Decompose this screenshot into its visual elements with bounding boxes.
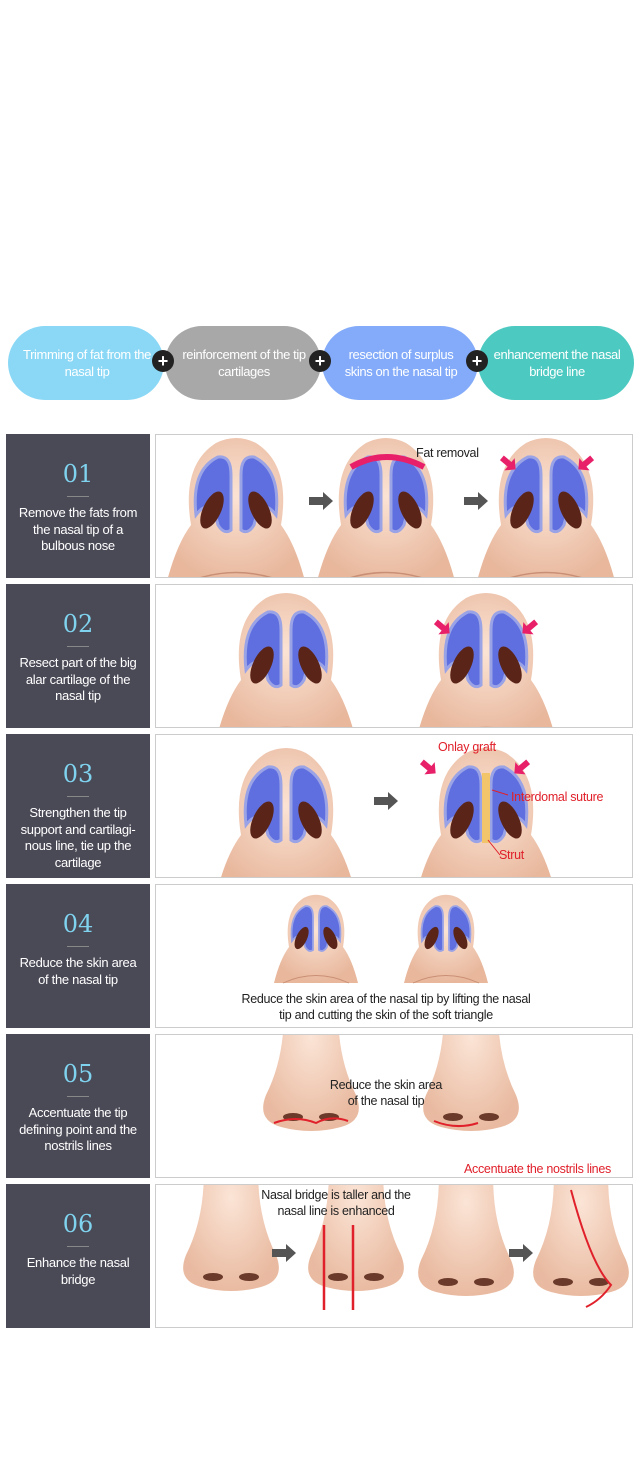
step-row-02: 02 Resect part of the big alar cartilage… — [6, 584, 633, 728]
nose-illustration — [214, 746, 558, 877]
step-number: 01 — [62, 460, 94, 488]
step-row-01: 01 Remove the fats from the nasal tip of… — [6, 434, 633, 578]
step-pill-skin-resection: resection of surplus skins on the nasal … — [322, 326, 478, 400]
interdomal-suture-label: Interdomal suture — [511, 790, 604, 804]
nose-illustration — [183, 1185, 629, 1310]
nose-illustration — [164, 436, 618, 577]
step-description: Remove the fats from the nasal tip of a … — [18, 505, 138, 553]
divider — [67, 1096, 89, 1097]
divider — [67, 646, 89, 647]
step-number: 03 — [62, 760, 94, 788]
skin-area-caption: Reduce the skin area of the nasal tip by… — [241, 992, 531, 1022]
step-row-05: 05 Accentuate the tip defining point and… — [6, 1034, 633, 1178]
step-number: 04 — [62, 910, 94, 938]
pill-label: enhancement the nasal bridge line — [493, 347, 621, 379]
step-description-panel: 01 Remove the fats from the nasal tip of… — [6, 434, 150, 578]
step-row-04: 04 Reduce the skin area of the nasal tip… — [6, 884, 633, 1028]
divider — [67, 496, 89, 497]
onlay-graft-label: Onlay graft — [438, 740, 496, 754]
step-description-panel: 06 Enhance the nasal bridge — [6, 1184, 150, 1328]
step-number: 05 — [62, 1060, 94, 1088]
nose-illustration — [214, 591, 558, 727]
step-description: Reduce the skin area of the nasal tip — [19, 955, 137, 987]
nostrils-lines-label: Accentuate the nostrils lines — [464, 1162, 611, 1176]
pill-label: resection of surplus skins on the nasal … — [344, 347, 458, 379]
step-illustration: Fat removal — [155, 434, 633, 578]
step-pill-fat-trimming: Trimming of fat from the nasal tip — [8, 326, 164, 400]
step-description: Strengthen the tip support and cartilagi… — [20, 805, 136, 870]
reduce-skin-label: Reduce the skin area of the nasal tip — [329, 1078, 443, 1108]
step-description: Enhance the nasal bridge — [26, 1255, 130, 1287]
step-number: 02 — [62, 610, 94, 638]
strut-label: Strut — [499, 848, 524, 862]
step-description-panel: 05 Accentuate the tip defining point and… — [6, 1034, 150, 1178]
step-row-03: 03 Strengthen the tip support and cartil… — [6, 734, 633, 878]
step-row-06: 06 Enhance the nasal bridge Nasal bridge… — [6, 1184, 633, 1328]
nose-illustration — [263, 1035, 519, 1131]
step-description: Accentuate the tip defining point and th… — [19, 1105, 137, 1153]
plus-icon: + — [466, 350, 488, 372]
pill-label: Trimming of fat from the nasal tip — [23, 347, 151, 379]
divider — [67, 1246, 89, 1247]
step-description-panel: 03 Strengthen the tip support and cartil… — [6, 734, 150, 878]
step-description-panel: 04 Reduce the skin area of the nasal tip — [6, 884, 150, 1028]
step-illustration — [155, 584, 633, 728]
bridge-caption: Nasal bridge is taller and the nasal lin… — [261, 1188, 411, 1218]
step-pill-cartilage: reinforcement of the tip cartilages — [165, 326, 321, 400]
divider — [67, 796, 89, 797]
divider — [67, 946, 89, 947]
step-illustration: Nasal bridge is taller and the nasal lin… — [155, 1184, 633, 1328]
pill-label: reinforcement of the tip cartilages — [182, 347, 306, 379]
step-number: 06 — [62, 1210, 94, 1238]
plus-icon: + — [309, 350, 331, 372]
step-illustration: Reduce the skin area of the nasal tip by… — [155, 884, 633, 1028]
plus-icon: + — [152, 350, 174, 372]
step-pill-bridge: enhancement the nasal bridge line — [478, 326, 634, 400]
fat-removal-label: Fat removal — [416, 446, 479, 460]
step-description-panel: 02 Resect part of the big alar cartilage… — [6, 584, 150, 728]
step-description: Resect part of the big alar cartilage of… — [19, 655, 137, 703]
